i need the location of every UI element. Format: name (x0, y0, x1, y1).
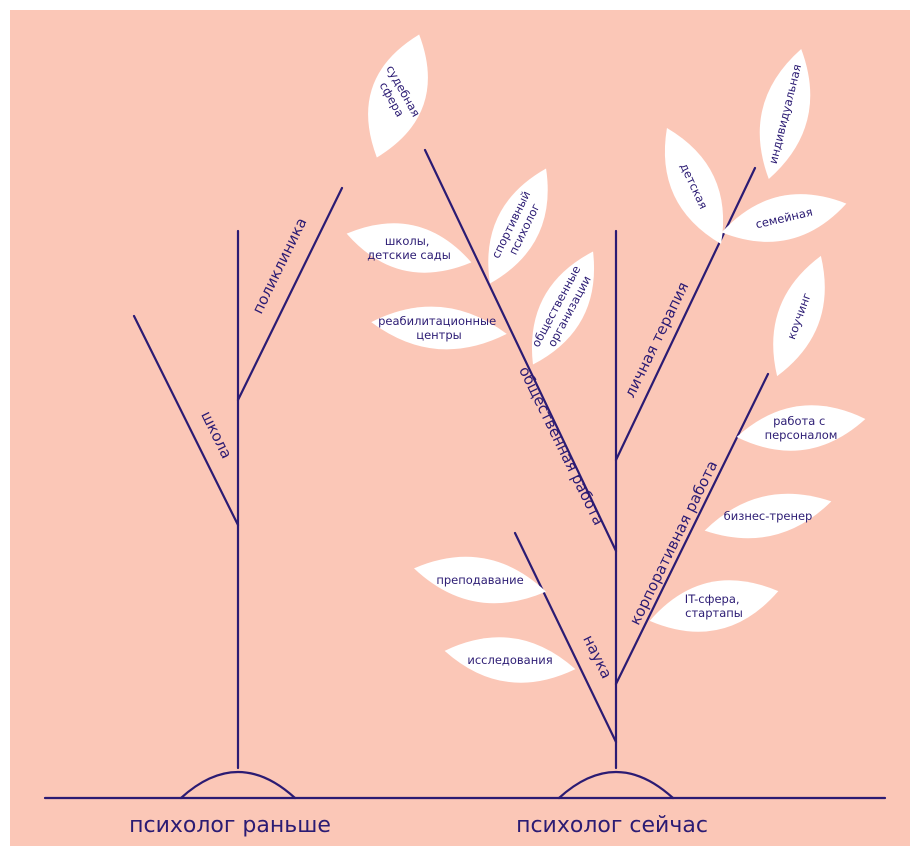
leaf-label-trainer: бизнес-тренер (724, 509, 813, 523)
caption-now: психолог сейчас (516, 813, 708, 838)
leaf-label-hr: работа с персоналом (765, 414, 838, 442)
leaf-label-teaching: преподавание (436, 573, 523, 587)
leaf-label-it: IT-сфера, стартапы (685, 592, 743, 620)
caption-before: психолог раньше (129, 813, 331, 838)
leaf-label-research: исследования (467, 653, 552, 667)
